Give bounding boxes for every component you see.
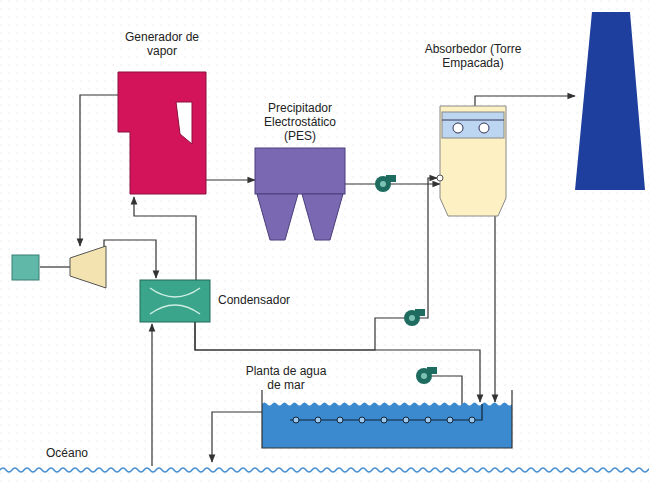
shaft-line — [40, 266, 70, 267]
esp-hopper — [257, 194, 298, 240]
feedwater-line — [134, 197, 196, 280]
diffuser — [469, 417, 475, 423]
equipment-label: Absorbedor (Torre Empacada) — [423, 42, 523, 70]
node-shape — [262, 398, 512, 448]
boiler-notch — [176, 102, 192, 144]
steam-line — [80, 95, 118, 246]
seawater-outlet — [212, 412, 262, 462]
diffuser — [425, 417, 431, 423]
tank-wall — [262, 390, 512, 448]
diffuser — [315, 417, 321, 423]
spray-header — [442, 120, 504, 121]
flow-line — [195, 322, 480, 402]
spray-nozzle — [453, 123, 463, 133]
fan — [375, 175, 396, 192]
equipment-node: Absorbedor (Torre Empacada) — [440, 106, 506, 216]
flow-line — [195, 178, 437, 350]
pump — [416, 367, 437, 384]
absorber-body — [440, 106, 506, 216]
diffuser — [403, 417, 409, 423]
seawater — [262, 403, 512, 449]
equipment-node: Precipitador Electrostático (PES) — [255, 148, 345, 240]
node-shape — [140, 280, 210, 322]
turbine — [70, 246, 106, 288]
diffuser — [381, 417, 387, 423]
equipment-label: Precipitador Electrostático (PES) — [252, 101, 348, 143]
diffuser — [359, 417, 365, 423]
pump-hub — [409, 315, 415, 321]
pump-body — [416, 368, 432, 384]
flue-line — [475, 96, 575, 106]
spray-nozzle — [479, 123, 489, 133]
stack — [575, 12, 645, 190]
equipment-label: Planta de agua de mar — [240, 364, 332, 392]
inlet-port — [437, 175, 443, 181]
diffuser — [293, 417, 299, 423]
flow-line — [345, 183, 440, 184]
boiler-shape — [118, 72, 206, 194]
equipment-node: Generador de vapor — [118, 72, 206, 194]
diffuser — [447, 417, 453, 423]
place-label: Océano — [46, 446, 88, 460]
flow-line — [206, 179, 255, 180]
fan-body — [375, 176, 391, 192]
diffuser — [337, 417, 343, 423]
electric-generator — [12, 255, 39, 280]
node-shape — [255, 148, 345, 240]
esp-hopper — [302, 194, 343, 240]
seawater-inlet — [151, 324, 152, 466]
pump — [404, 309, 425, 326]
condenser-tubes — [150, 288, 200, 314]
pump-hub — [421, 373, 427, 379]
equipment-node: Planta de agua de mar — [262, 398, 512, 448]
packing-band — [442, 112, 504, 138]
esp-body — [255, 148, 345, 194]
equipment-label: Generador de vapor — [116, 30, 208, 58]
node-shape — [118, 72, 206, 194]
condenser-shell — [140, 280, 210, 322]
equipment-node: Condensador — [140, 280, 210, 322]
flow-line — [494, 216, 495, 402]
node-shape — [440, 106, 506, 216]
fan-hub — [380, 181, 386, 187]
ocean-wave — [0, 468, 649, 472]
pump-body — [404, 310, 420, 326]
exhaust-line — [104, 240, 156, 278]
equipment-label: Condensador — [218, 293, 308, 307]
